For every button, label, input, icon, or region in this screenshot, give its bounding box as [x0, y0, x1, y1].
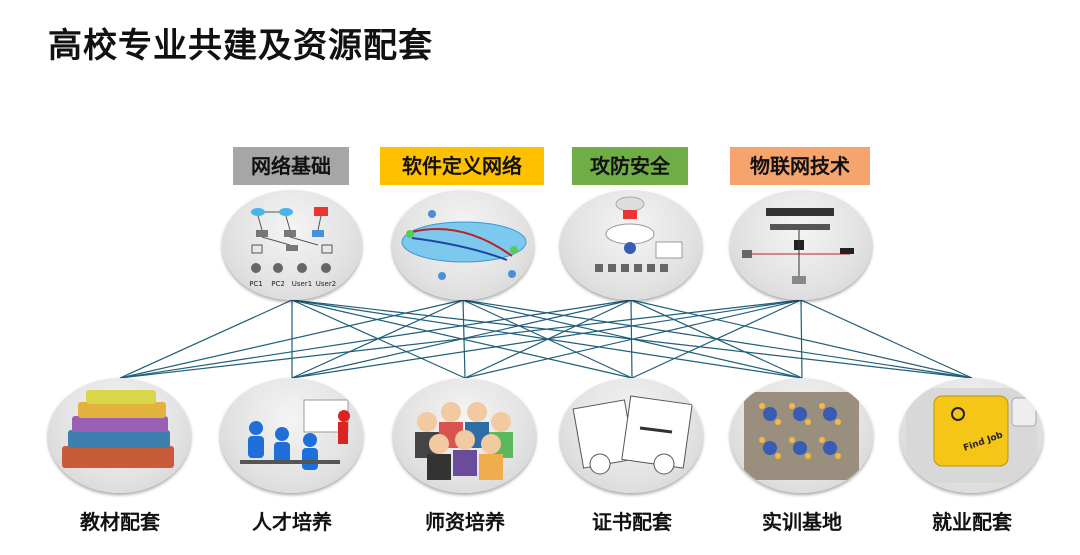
connector-line	[119, 299, 464, 379]
resource-label-teachers: 师资培养	[425, 510, 505, 534]
page-title: 高校专业共建及资源配套	[48, 26, 433, 66]
user2-label: User2	[316, 280, 336, 288]
tech-label-network-basics: 网络基础	[233, 147, 349, 185]
pc2-label: PC2	[271, 280, 285, 288]
security-diagram	[560, 190, 702, 300]
connector-line	[119, 299, 293, 379]
user1-label: User1	[292, 280, 312, 288]
connector-line	[631, 299, 802, 379]
employment-image: Find Job	[900, 378, 1043, 493]
training-base-image	[730, 378, 873, 493]
resource-label-certificates: 证书配套	[592, 510, 672, 534]
network-basics-diagram: PC1 PC2 User1 User2	[222, 190, 362, 300]
resource-label-textbooks: 教材配套	[80, 510, 160, 534]
pc1-label: PC1	[249, 280, 263, 288]
resource-label-training-base: 实训基地	[762, 510, 842, 534]
tech-label-sdn: 软件定义网络	[380, 147, 544, 185]
iot-diagram	[730, 190, 872, 300]
tech-label-iot: 物联网技术	[730, 147, 870, 185]
connector-line	[800, 299, 803, 379]
tech-label-security: 攻防安全	[572, 147, 688, 185]
connector-line	[464, 299, 802, 379]
teacher-training-image	[393, 378, 536, 493]
certificate-image	[560, 378, 703, 493]
resource-label-talent: 人才培养	[252, 510, 332, 534]
talent-training-image	[220, 378, 363, 493]
textbooks-image	[48, 378, 191, 493]
sdn-diagram	[392, 190, 534, 300]
connector-line	[119, 299, 802, 379]
connector-line	[119, 299, 632, 379]
connector-line	[291, 299, 802, 379]
connector-line	[800, 299, 973, 379]
resource-label-employment: 就业配套	[932, 510, 1012, 534]
